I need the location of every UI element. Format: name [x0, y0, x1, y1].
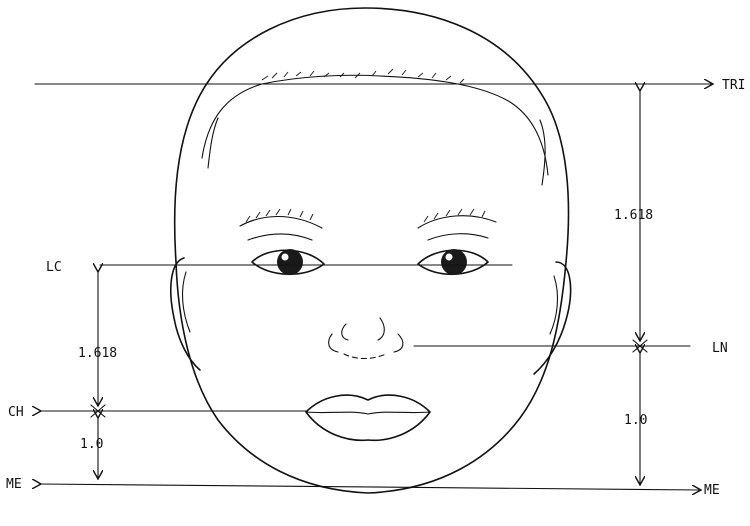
nose	[329, 318, 403, 359]
right-eye	[418, 249, 488, 275]
me-line	[40, 484, 700, 490]
ratio-lower-right: 1.0	[624, 413, 647, 428]
left-eye	[252, 249, 324, 275]
right-eyebrow	[418, 209, 496, 240]
hairline	[202, 69, 548, 185]
label-me-left: ME	[6, 477, 22, 492]
label-lc: LC	[46, 260, 62, 275]
label-tri: TRI	[722, 78, 745, 93]
left-eyebrow	[240, 209, 322, 240]
mouth	[306, 395, 430, 440]
label-ln: LN	[712, 341, 728, 356]
ratio-lower-left: 1.0	[80, 437, 103, 452]
reference-lines	[35, 84, 712, 490]
head-outline	[175, 8, 569, 493]
label-me-right: ME	[704, 483, 720, 498]
label-ch: CH	[8, 405, 24, 420]
left-ear	[171, 258, 200, 370]
ratio-upper-right: 1.618	[614, 208, 653, 223]
ratio-upper-left: 1.618	[78, 346, 117, 361]
